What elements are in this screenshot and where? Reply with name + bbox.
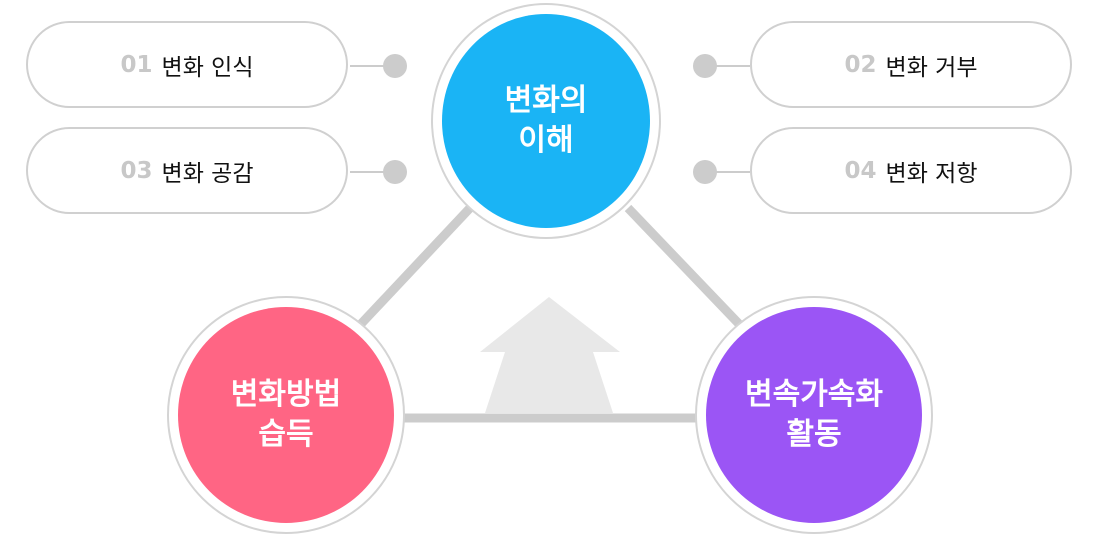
connector-top-left <box>356 204 474 329</box>
circle-learning: 변화방법 습득 <box>167 296 405 534</box>
item-04: 04 변화 저항 <box>750 127 1072 214</box>
item-label: 변화 거부 <box>885 54 978 81</box>
item-number: 04 <box>844 157 877 184</box>
up-arrow-icon <box>480 297 620 413</box>
circle-label: 변화의 이해 <box>442 14 650 228</box>
connector-top-right <box>624 204 744 329</box>
item-number: 03 <box>120 157 153 184</box>
item-label: 변화 공감 <box>161 160 254 187</box>
item-number: 01 <box>120 51 153 78</box>
item-label: 변화 저항 <box>885 160 978 187</box>
circle-label: 변속가속화 활동 <box>706 307 922 523</box>
item-01: 01 변화 인식 <box>26 21 348 108</box>
circle-understanding: 변화의 이해 <box>431 3 661 239</box>
circle-acceleration: 변속가속화 활동 <box>695 296 933 534</box>
item-02: 02 변화 거부 <box>750 21 1072 108</box>
pill-connectors <box>350 54 750 184</box>
item-number: 02 <box>844 51 877 78</box>
item-label: 변화 인식 <box>161 54 254 81</box>
circle-label: 변화방법 습득 <box>178 307 394 523</box>
item-03: 03 변화 공감 <box>26 127 348 214</box>
